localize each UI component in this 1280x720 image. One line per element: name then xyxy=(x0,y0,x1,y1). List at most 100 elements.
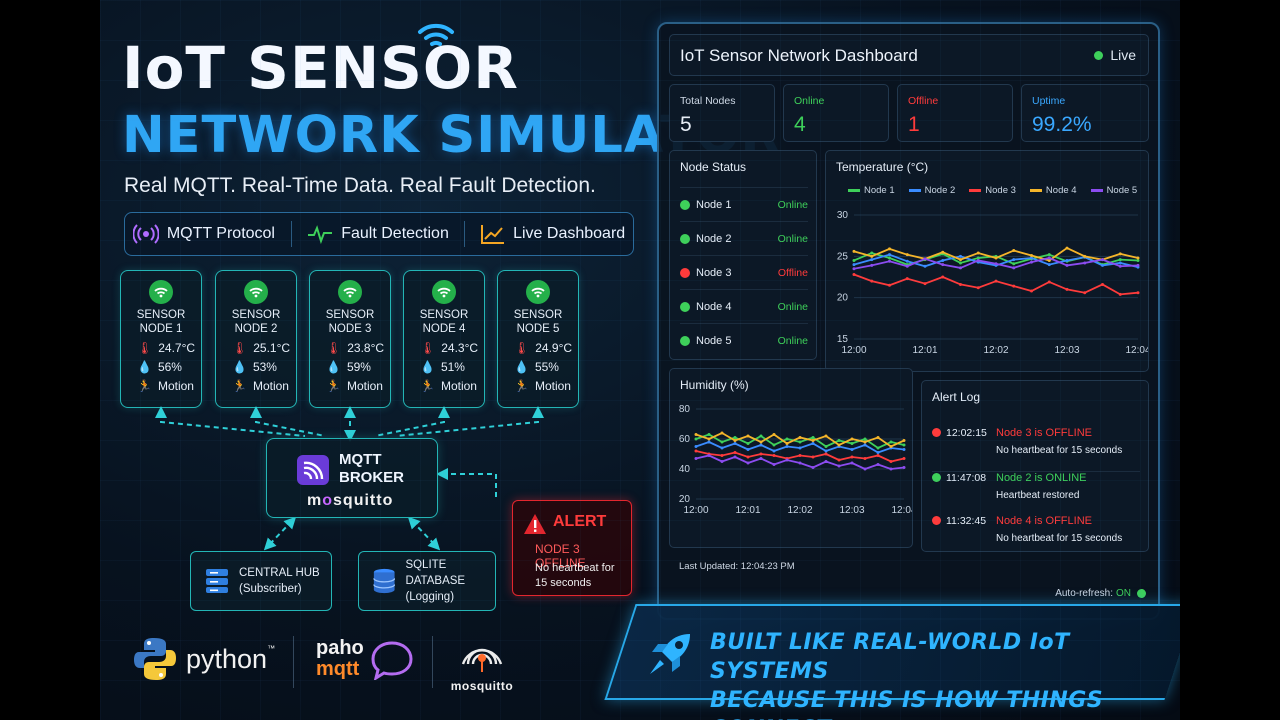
sensor-name: NODE 2 xyxy=(234,323,278,335)
data-point xyxy=(694,449,698,453)
y-tick-label: 40 xyxy=(679,464,691,475)
sensor-temp: 24.7°C xyxy=(158,341,196,355)
data-point xyxy=(863,457,867,460)
broker-subtitle: BROKER xyxy=(339,469,405,486)
sqlite-database: SQLITE DATABASE(Logging) xyxy=(358,551,496,611)
data-point xyxy=(863,443,867,447)
data-point xyxy=(889,440,893,444)
status-dot-icon xyxy=(932,428,941,437)
data-point xyxy=(785,442,789,445)
data-point xyxy=(852,249,856,253)
sensor-name: NODE 3 xyxy=(328,323,372,335)
x-tick-label: 12:01 xyxy=(735,505,760,516)
sensor-humidity: 56% xyxy=(157,360,182,374)
dashboard-header: IoT Sensor Network Dashboard Live xyxy=(669,34,1149,76)
data-point xyxy=(785,437,789,441)
data-point xyxy=(1118,264,1122,268)
status-dot-icon xyxy=(680,233,690,244)
wifi-icon xyxy=(432,280,456,304)
x-tick-label: 12:01 xyxy=(912,345,937,356)
data-point xyxy=(772,433,776,436)
trademark: ™ xyxy=(267,643,276,653)
wifi-icon xyxy=(149,280,173,304)
data-point xyxy=(1136,291,1140,295)
data-point xyxy=(759,457,763,460)
broadcast-icon xyxy=(132,224,159,244)
sensor-node-4: SENSOR NODE 4 🌡24.3°C 💧51% 🏃Motion xyxy=(403,270,485,408)
data-point xyxy=(923,257,927,261)
stat-total-nodes: Total Nodes 5 xyxy=(669,84,775,142)
divider xyxy=(432,636,433,688)
tagline: Real MQTT. Real-Time Data. Real Fault De… xyxy=(124,174,596,197)
data-point xyxy=(888,259,891,263)
alert-log-panel: Alert Log 12:02:15 Node 3 is OFFLINE No … xyxy=(921,380,1149,552)
thermometer-icon: 🌡 xyxy=(420,341,436,355)
legend-item: Node 2 xyxy=(908,185,955,196)
data-point xyxy=(1065,246,1069,250)
data-point xyxy=(733,439,737,442)
data-point xyxy=(1083,254,1087,258)
mosquitto-wordmark: mosquitto xyxy=(450,679,514,693)
data-point xyxy=(1118,258,1122,262)
status-dot-icon xyxy=(1137,589,1146,598)
stat-offline: Offline 1 xyxy=(897,84,1013,142)
stat-uptime: Uptime 99.2% xyxy=(1021,84,1149,142)
data-point xyxy=(888,256,891,260)
auto-refresh-toggle[interactable]: Auto-refresh: ON xyxy=(1055,588,1146,599)
sensor-humidity: 59% xyxy=(346,360,371,374)
data-point xyxy=(1012,262,1016,266)
status-dot-icon xyxy=(680,335,690,346)
chart-legend: Node 1 Node 2 Node 3 Node 4 Node 5 xyxy=(848,185,1137,196)
data-point xyxy=(759,452,763,456)
data-point xyxy=(1030,254,1033,258)
data-point xyxy=(772,454,776,457)
series-line xyxy=(853,273,1139,296)
x-tick-label: 12:00 xyxy=(841,345,866,356)
alert-detail: No heartbeat for xyxy=(535,562,615,574)
data-point xyxy=(1136,263,1140,267)
mosquitto-wordmark: mosquitto xyxy=(307,492,394,509)
warning-icon xyxy=(524,514,546,534)
data-point xyxy=(720,454,724,457)
alert-log-entry: 11:47:08 Node 2 is ONLINE Heartbeat rest… xyxy=(932,471,1140,501)
data-point xyxy=(837,439,841,442)
data-point xyxy=(959,261,962,265)
chart-title: Temperature (°C) xyxy=(836,160,929,174)
sensor-motion: Motion xyxy=(346,379,383,393)
data-point xyxy=(1012,258,1016,262)
trend-chart-icon xyxy=(481,225,505,244)
y-tick-label: 20 xyxy=(837,293,849,304)
motion-icon: 🏃 xyxy=(514,379,529,393)
data-point xyxy=(1030,260,1033,264)
sensor-name: NODE 1 xyxy=(139,323,183,335)
central-hub: CENTRAL HUB(Subscriber) xyxy=(190,551,332,611)
python-icon xyxy=(134,638,176,680)
droplet-icon: 💧 xyxy=(326,360,341,374)
wifi-icon xyxy=(418,23,454,46)
sensor-motion: Motion xyxy=(534,379,571,393)
thumbnail-stage: IoT SENSOR NETWORK SIMULATOR Real MQTT. … xyxy=(100,0,1180,720)
data-point xyxy=(850,437,854,441)
sensor-name: SENSOR xyxy=(419,309,469,321)
data-point xyxy=(888,247,891,251)
data-point xyxy=(1012,249,1016,253)
data-point xyxy=(785,458,789,462)
sensor-name: NODE 5 xyxy=(516,323,560,335)
data-point xyxy=(923,264,927,268)
temperature-chart-panel: Temperature (°C) Node 1 Node 2 Node 3 No… xyxy=(825,150,1149,372)
data-point xyxy=(798,446,802,450)
sensor-motion: Motion xyxy=(440,379,477,393)
data-point xyxy=(772,443,776,447)
stat-label: Uptime xyxy=(1032,95,1066,107)
data-point xyxy=(863,440,867,444)
data-point xyxy=(1101,282,1104,286)
data-point xyxy=(994,262,998,266)
data-point xyxy=(1065,258,1069,262)
data-point xyxy=(837,458,841,462)
data-point xyxy=(772,463,776,466)
legend-item: Node 1 xyxy=(848,185,895,196)
